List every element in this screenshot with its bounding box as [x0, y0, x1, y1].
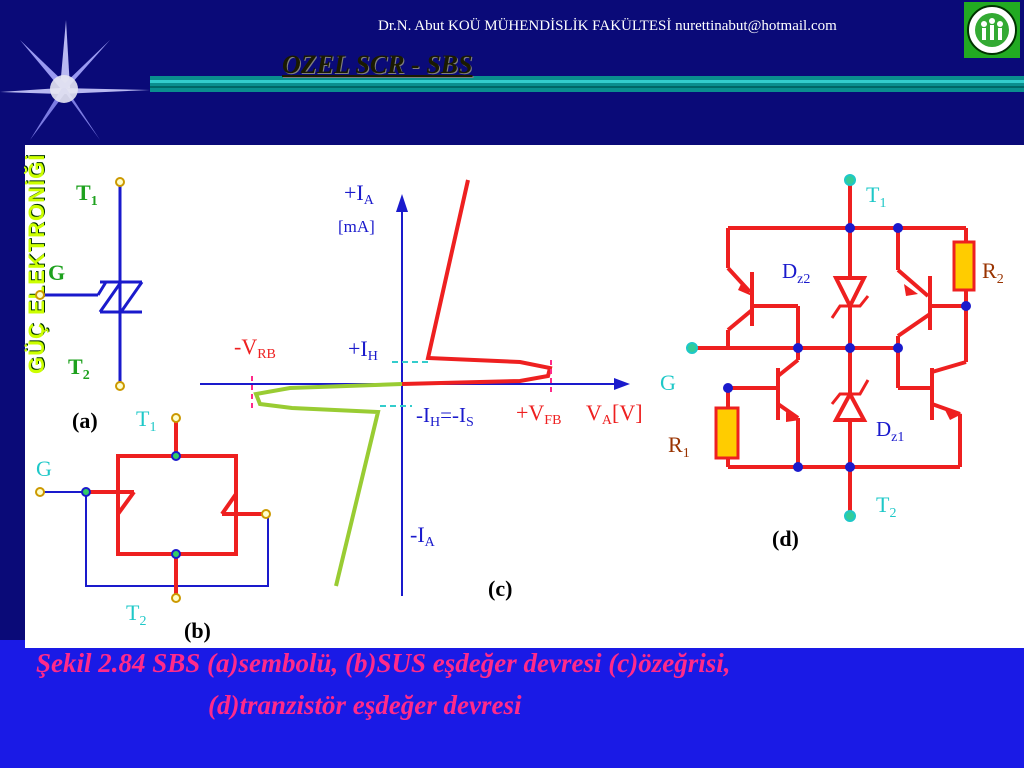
- zener-dz1: [832, 389, 868, 422]
- b-t2-label: T2: [126, 600, 146, 629]
- c-vfb: +VFB: [516, 400, 561, 428]
- d-r1-label: R1: [668, 432, 690, 461]
- c-ia-neg: -IA: [410, 522, 436, 550]
- caption-line-2: (d)tranzistör eşdeğer devresi: [208, 690, 522, 720]
- c-ih-pos: +IH: [348, 336, 378, 364]
- zener-dz2: [832, 276, 868, 311]
- resistor-r2: [952, 240, 976, 292]
- figure-b-sus-equivalent: T1 G T2 (b): [35, 406, 271, 643]
- slide-title: OZEL SCR - SBS: [282, 50, 473, 79]
- caption-line-1: Şekil 2.84 SBS (a)sembolü, (b)SUS eşdeğe…: [36, 648, 731, 678]
- c-ih-neg: -IH=-IS: [416, 403, 474, 430]
- figure-d-parts: T1 G T2 R2 R1 Dz2 Dz1 (d): [660, 174, 1004, 551]
- d-dz2-label: Dz2: [782, 259, 810, 287]
- b-label: (b): [184, 618, 211, 643]
- figure-a-symbol: T1 G T2 (a): [35, 177, 144, 433]
- university-logo: [964, 2, 1020, 58]
- star-decoration: [0, 20, 150, 140]
- d-dz1-label: Dz1: [876, 417, 904, 445]
- c-va: VA[V]: [586, 400, 643, 428]
- a-g-label: G: [48, 260, 65, 285]
- d-label: (d): [772, 526, 799, 551]
- c-label: (c): [488, 576, 512, 601]
- d-g-label: G: [660, 370, 676, 395]
- b-t1-label: T1: [136, 406, 156, 435]
- c-vrb: -VRB: [234, 334, 276, 362]
- c-ma: [mA]: [338, 217, 375, 236]
- d-r2-label: R2: [982, 258, 1004, 287]
- a-label: (a): [72, 408, 98, 433]
- b-g-label: G: [36, 456, 52, 481]
- resistor-r1: [714, 406, 740, 460]
- figure-d-transistor-equivalent: [694, 180, 968, 516]
- a-t2-label: T2: [68, 354, 90, 383]
- author-line: Dr.N. Abut KOÜ MÜHENDİSLİK FAKÜLTESİ nur…: [378, 18, 837, 34]
- figure-c-characteristic: +IA [mA] +IH -VRB -IH=-IS +VFB VA[V] -IA…: [200, 179, 643, 601]
- a-t1-label: T1: [76, 180, 98, 209]
- d-t1-label: T1: [866, 182, 886, 211]
- d-t2-label: T2: [876, 492, 896, 521]
- c-ia-pos: +IA: [344, 180, 375, 208]
